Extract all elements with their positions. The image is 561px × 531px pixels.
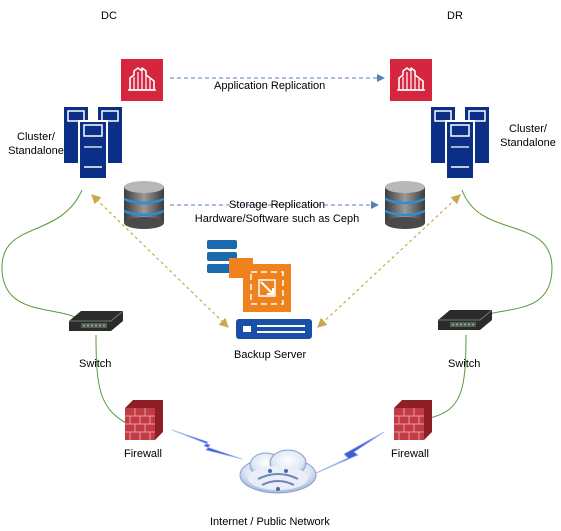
backup-server-icon [235, 318, 313, 340]
dc-cluster-label-line1: Cluster/ [17, 131, 55, 143]
dr-lightning-link-icon [314, 432, 384, 476]
dc-firewall-icon [125, 400, 163, 440]
dc-cluster-label: Cluster/ Standalone [6, 130, 66, 158]
dc-firewall-label: Firewall [124, 448, 162, 460]
dr-firewall-icon [394, 400, 432, 440]
dc-server-cluster-icon [64, 107, 124, 181]
internet-label: Internet / Public Network [210, 516, 330, 528]
dc-title: DC [101, 10, 117, 22]
dr-cluster-switch-link [461, 189, 553, 319]
dc-cluster-label-line2: Standalone [8, 145, 64, 157]
dc-backup-link [91, 194, 229, 328]
dr-server-cluster-icon [431, 107, 491, 181]
dr-application-icon [390, 59, 432, 101]
dr-title: DR [447, 10, 463, 22]
app-replication-label: Application Replication [214, 80, 326, 92]
dc-switch-firewall-link [95, 334, 131, 426]
dc-storage-disk-icon [122, 180, 166, 230]
dc-switch-label: Switch [79, 358, 112, 370]
dc-cluster-switch-link [1, 189, 83, 321]
storage-replication-line1: Storage Replication [228, 199, 325, 211]
dr-switch-firewall-link [429, 334, 467, 419]
backup-server-label: Backup Server [234, 349, 307, 361]
dc-lightning-link-icon [172, 426, 244, 462]
dr-cluster-label-line2: Standalone [500, 137, 556, 149]
dr-storage-disk-icon [383, 180, 427, 230]
dr-switch-label: Switch [448, 358, 481, 370]
storage-replication-line2: Hardware/Software such as Ceph [194, 213, 360, 225]
dr-network-switch-icon [438, 308, 492, 332]
dr-firewall-label: Firewall [391, 448, 429, 460]
dr-backup-link [317, 194, 461, 328]
dr-cluster-label: Cluster/ Standalone [496, 122, 560, 150]
dc-network-switch-icon [69, 309, 123, 333]
dc-application-icon [121, 59, 163, 101]
backup-software-icon [207, 240, 299, 314]
dr-cluster-label-line1: Cluster/ [509, 123, 547, 135]
storage-replication-label: Storage Replication Hardware/Software su… [182, 198, 372, 226]
cloud-icon [236, 443, 320, 503]
